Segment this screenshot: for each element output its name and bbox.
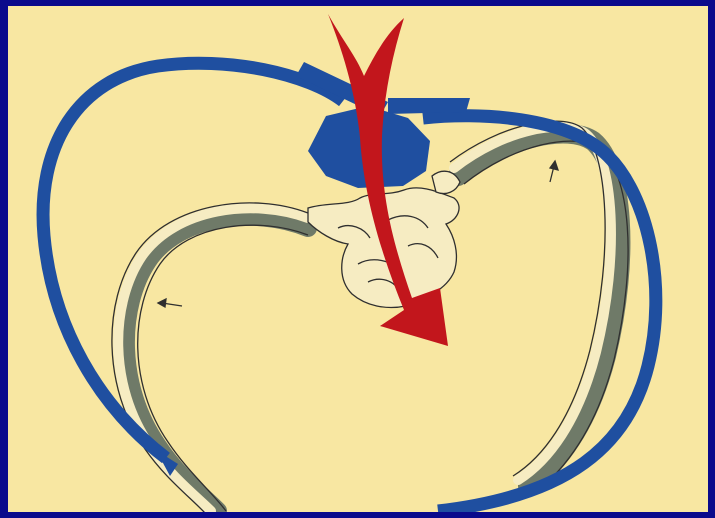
left-rib: [112, 203, 308, 512]
diagram-canvas: [8, 6, 708, 512]
right-rib: [450, 121, 628, 492]
anatomical-diagram: [8, 6, 708, 512]
